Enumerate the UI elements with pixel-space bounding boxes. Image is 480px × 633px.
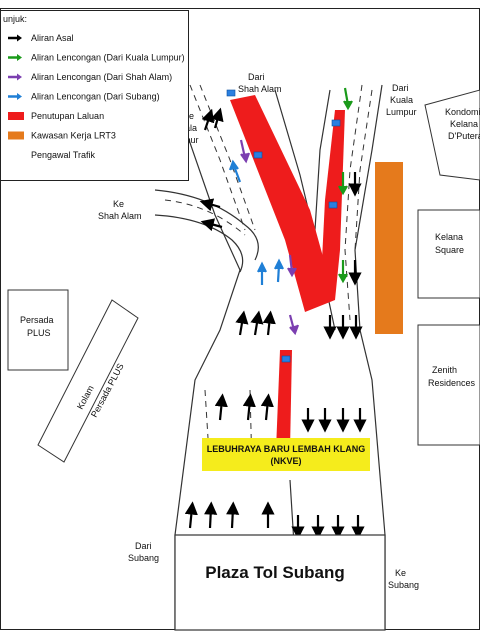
closure-median xyxy=(276,350,292,450)
legend-arrowhead-icon xyxy=(17,34,22,42)
dari-subang-label: Dari xyxy=(135,541,152,551)
subang-diversion-arrows xyxy=(228,159,284,285)
toll-plaza-label: Plaza Tol Subang xyxy=(205,563,344,582)
traffic-warden-icon xyxy=(226,89,236,97)
traffic-warden-icon xyxy=(253,151,263,159)
traffic-warden-icon xyxy=(281,355,291,363)
kolam-persada-block xyxy=(37,299,139,463)
persada-label: Persada xyxy=(20,315,54,325)
legend-item-label: Penutupan Laluan xyxy=(31,111,104,121)
lrt3-work-area xyxy=(375,162,403,334)
zenith-residences-block xyxy=(417,324,480,446)
kelana-square-label: Square xyxy=(435,245,464,255)
legend-item: Kawasan Kerja LRT3 xyxy=(8,131,116,141)
legend-arrowhead-icon xyxy=(17,93,22,100)
kondominium-label: D'Putera xyxy=(448,131,480,141)
zenith-label: Residences xyxy=(428,378,476,388)
legend-item-label: Kawasan Kerja LRT3 xyxy=(31,131,116,141)
dari-kl-label: Dari xyxy=(392,83,409,93)
legend-item-label: Aliran Asal xyxy=(31,33,74,43)
traffic-warden-icon xyxy=(328,201,338,209)
legend-swatch xyxy=(8,112,24,120)
zenith-label: Zenith xyxy=(432,365,457,375)
kelana-square-block xyxy=(417,209,480,299)
ke-subang-label: Subang xyxy=(388,580,419,590)
legend-item: Aliran Lencongan (Dari Shah Alam) xyxy=(8,72,172,82)
traffic-warden-icon xyxy=(331,119,341,127)
kondominium-label: Kelana xyxy=(450,119,478,129)
toll-plaza-block xyxy=(174,534,386,631)
dari-shah-alam-label: Shah Alam xyxy=(238,84,282,94)
dari-kl-label: Kuala xyxy=(390,95,413,105)
kl-diversion-arrows xyxy=(338,87,353,284)
highway-sign-line1: LEBUHRAYA BARU LEMBAH KLANG xyxy=(207,444,366,454)
original-flow-arrows xyxy=(184,107,367,540)
ke-subang-label: Ke xyxy=(395,568,406,578)
kondominium-block xyxy=(424,89,480,181)
legend-item-label: Aliran Lencongan (Dari Subang) xyxy=(31,92,160,102)
legend-item-label: Aliran Lencongan (Dari Shah Alam) xyxy=(31,72,172,82)
buildings xyxy=(7,89,480,463)
kelana-square-label: Kelana xyxy=(435,232,463,242)
legend-item: Aliran Lencongan (Dari Kuala Lumpur) xyxy=(8,53,185,63)
legend-item: Penutupan Laluan xyxy=(8,111,104,121)
legend-item: Aliran Asal xyxy=(8,33,74,43)
legend-arrowhead-icon xyxy=(17,54,22,61)
dari-shah-alam-label: Dari xyxy=(248,72,265,82)
legend-arrowhead-icon xyxy=(17,73,22,81)
dari-kl-label: Lumpur xyxy=(386,107,417,117)
closure-shah-alam-ramp xyxy=(230,95,335,312)
legend-item: Aliran Lencongan (Dari Subang) xyxy=(8,92,160,102)
dari-subang-label: Subang xyxy=(128,553,159,563)
flow-arrows xyxy=(184,87,367,540)
ke-shah-alam-label: Shah Alam xyxy=(98,211,142,221)
kondominium-label: Kondomin xyxy=(445,107,480,117)
ke-shah-alam-label: Ke xyxy=(113,199,124,209)
persada-plus-block xyxy=(7,289,69,371)
legend-title: unjuk: xyxy=(3,14,27,24)
traffic-wardens xyxy=(226,89,341,363)
shah-alam-diversion-arrows xyxy=(239,139,300,336)
route-closures xyxy=(230,95,345,450)
legend-item-label: Pengawal Trafik xyxy=(31,150,96,160)
persada-label: PLUS xyxy=(27,328,51,338)
legend-item: Pengawal Trafik xyxy=(31,150,96,160)
highway-sign-line2: (NKVE) xyxy=(271,456,302,466)
highway-sign: LEBUHRAYA BARU LEMBAH KLANG (NKVE) xyxy=(202,438,370,471)
legend-swatch xyxy=(8,131,24,140)
legend-item-label: Aliran Lencongan (Dari Kuala Lumpur) xyxy=(31,53,185,63)
